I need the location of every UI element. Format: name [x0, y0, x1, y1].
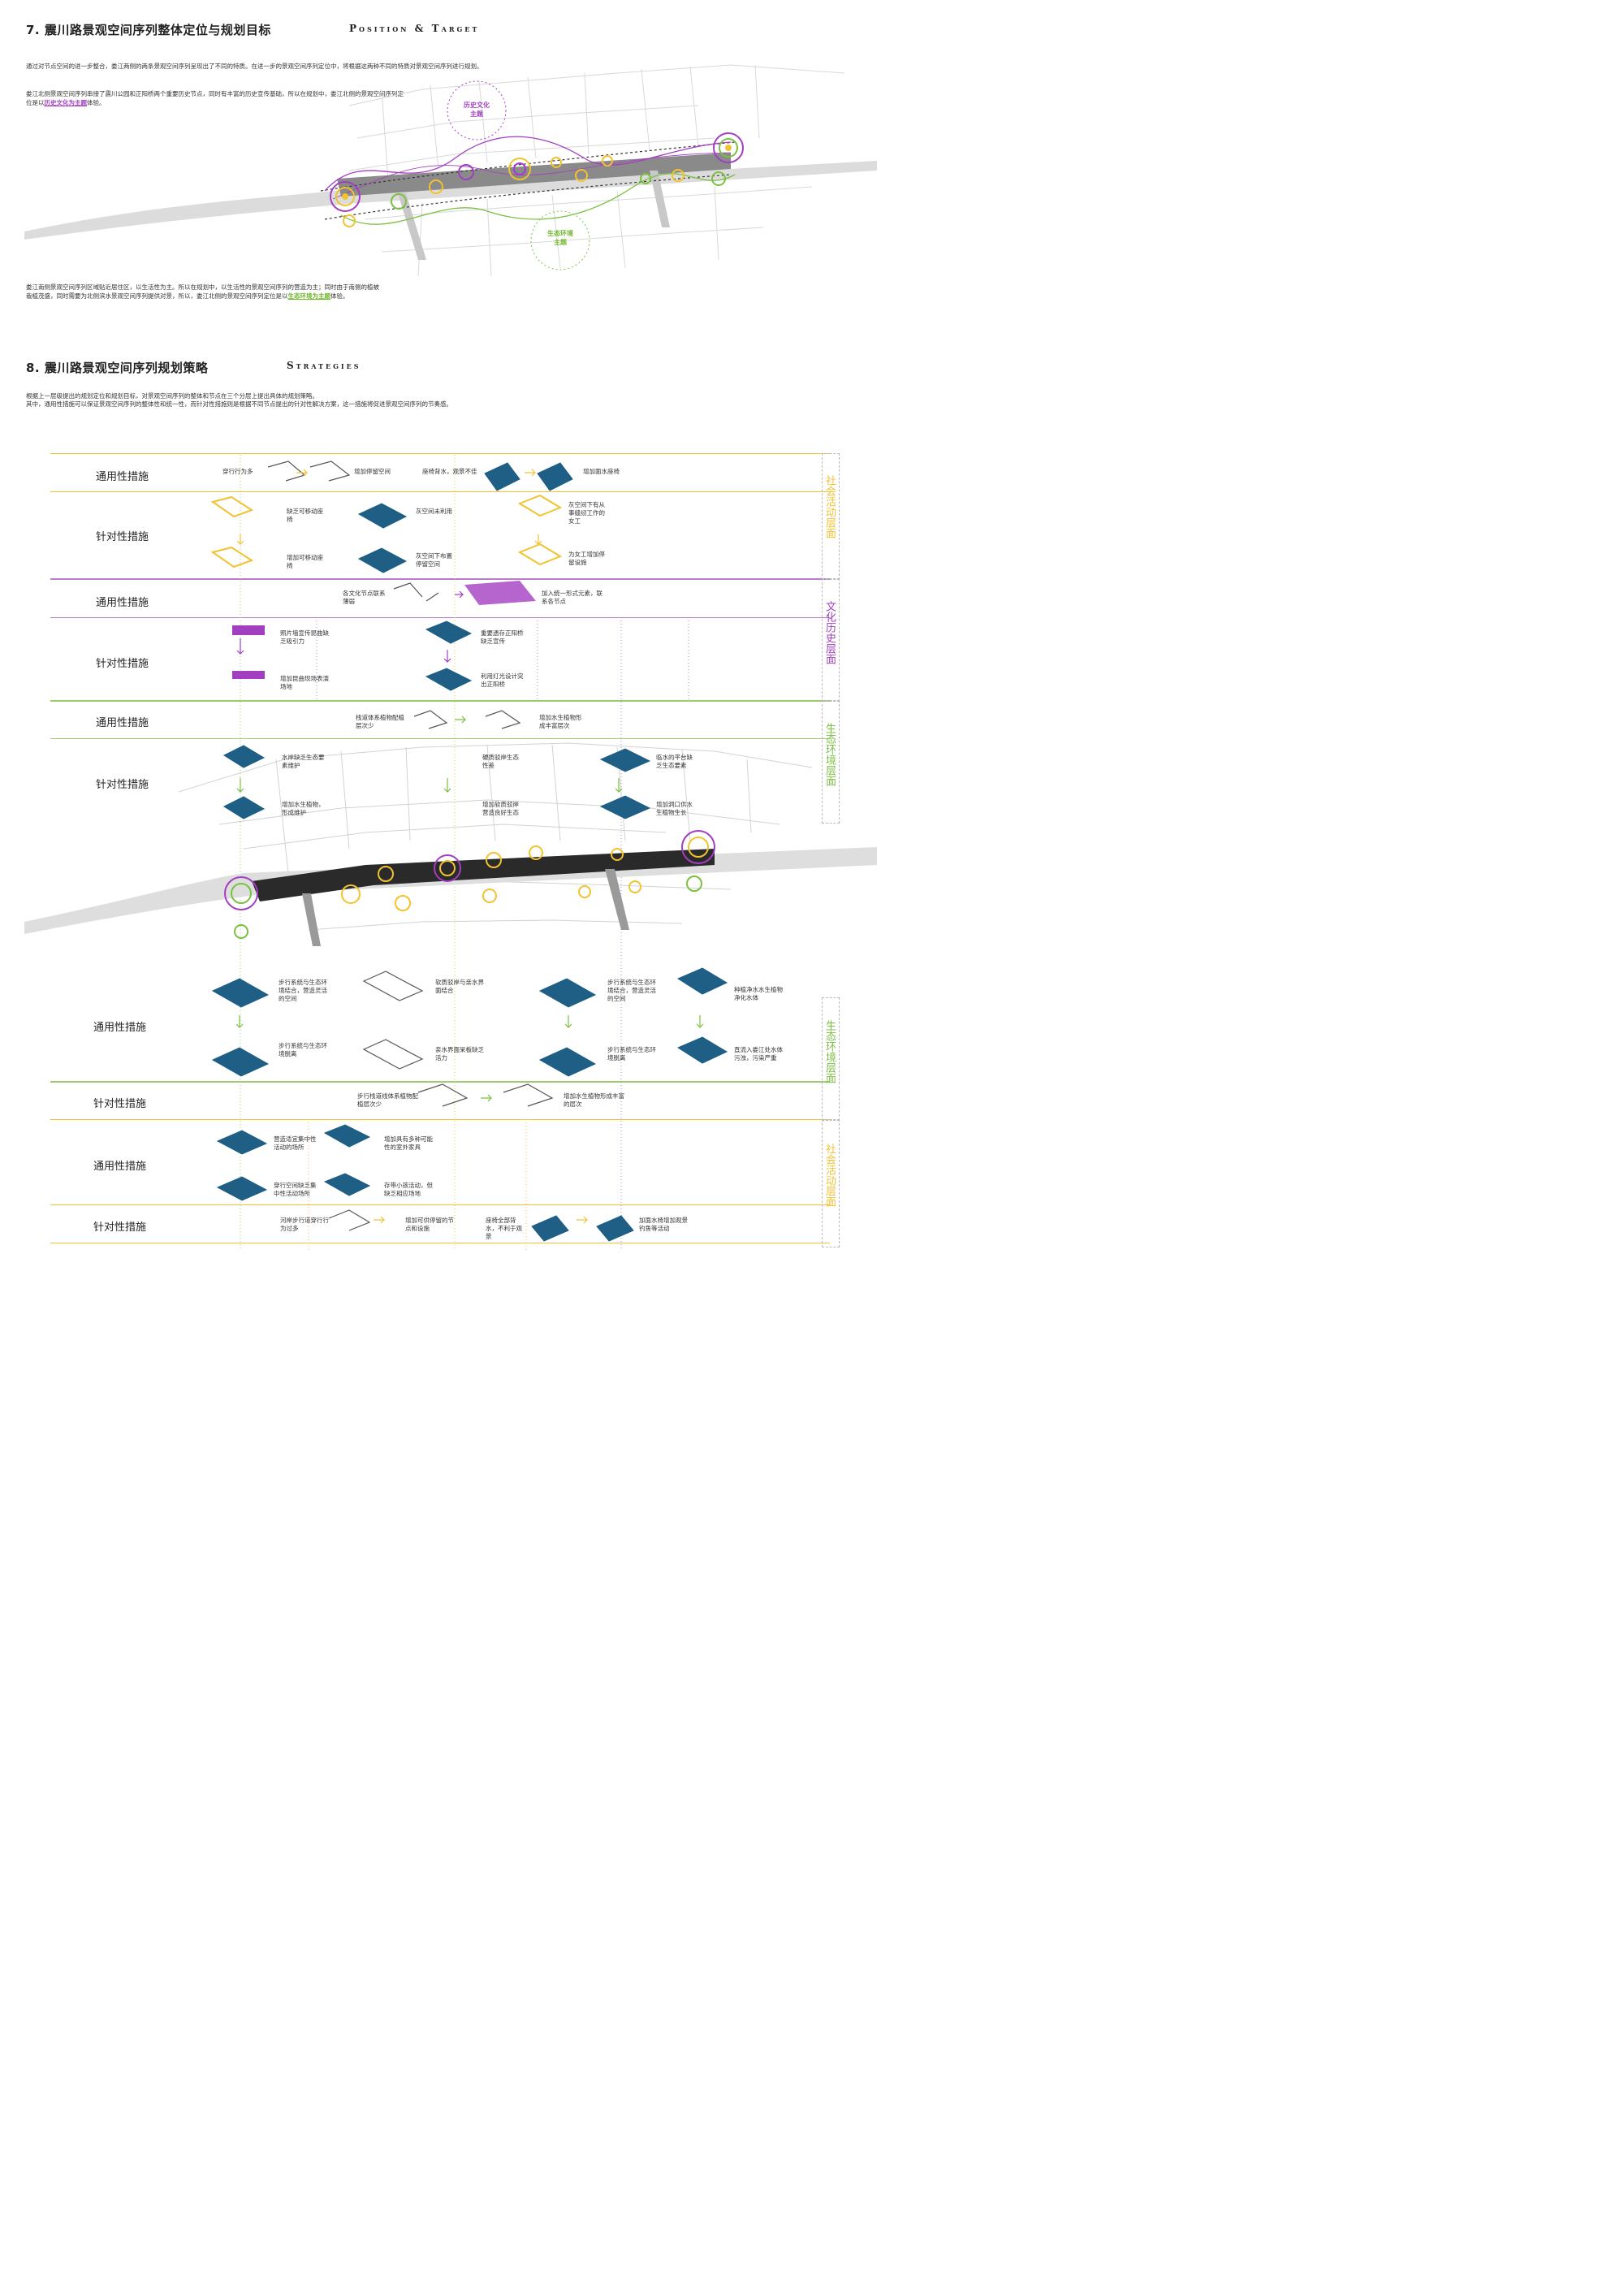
note-shore-lack-eco: 水岸缺乏生态要素维护: [282, 754, 325, 769]
note-add-aquatic-plants: 增加水生植物形成丰富层次: [539, 714, 582, 729]
band-label-general-social-2: 通用性措施: [93, 1161, 147, 1173]
city-blocks: [348, 64, 845, 277]
note-seat-back-water: 座椅背水，观景不佳: [422, 468, 477, 475]
layer-frame-social-1: [822, 453, 840, 580]
note-pass-through: 穿行行为多: [222, 468, 253, 475]
note-bridge-lighting: 利用灯光设计突出正阳桥: [481, 672, 524, 688]
band-line: [50, 453, 830, 454]
band-line: [50, 578, 830, 580]
strategy-illustrations: [210, 460, 728, 1242]
layer-label-culture: 文化历史层面: [823, 601, 836, 664]
note-gathering-space: 营造适宜集中性活动的场所: [274, 1135, 317, 1151]
layer-label-eco-2: 生态环境层面: [823, 1020, 836, 1083]
note-kunqu-stage: 增加昆曲现场表演场地: [280, 675, 329, 690]
layer-frame-culture: [822, 578, 840, 702]
note-seats-back-water: 座椅全部背水，不利于观景: [486, 1217, 522, 1240]
band-label-general-eco-1: 通用性措施: [96, 717, 149, 729]
map-label-eco: 生态环境 主题: [547, 230, 573, 246]
map-label-history: 历史文化 主题: [464, 102, 490, 118]
note-rich-aquatic: 增加水生植物形成丰富的层次: [564, 1092, 624, 1108]
section7-intro: 通过对节点空间的进一步整合，娄江两侧的两条景观空间序列呈现出了不同的特质。在进一…: [26, 63, 483, 70]
layer-frame-eco-2: [822, 997, 840, 1121]
band-label-targeted-social-2: 针对性措施: [93, 1222, 147, 1234]
layer-label-social-2: 社会活动层面: [823, 1144, 836, 1207]
note-add-plants-maintain: 增加水生植物，形成维护: [282, 801, 325, 816]
note-unified-element: 加入统一形式元素，联系各节点: [542, 590, 603, 605]
note-add-openings: 增加洞口供水生植物生长: [656, 801, 693, 816]
note-gray-space-unused: 灰空间未利用: [416, 508, 452, 515]
band-line: [50, 738, 830, 739]
note-hard-revetment: 硬质驳岸生态性差: [482, 754, 519, 769]
strategy-river: [252, 849, 715, 902]
note-polluted-water: 直流入娄江处水体污浊，污染严重: [734, 1046, 783, 1062]
road-west: [24, 161, 877, 240]
note-waterfront-dull: 亲水界面呆板缺乏活力: [435, 1046, 484, 1062]
note-multi-furniture: 增加具有多种可能性的室外家具: [384, 1135, 433, 1151]
section7-title: 7. 震川路景观空间序列整体定位与规划目标: [26, 23, 271, 37]
band-label-general-social-1: 通用性措施: [96, 471, 149, 483]
band-label-general-eco-2: 通用性措施: [93, 1022, 147, 1034]
position-map: [24, 64, 877, 277]
note-photo-wall: 照片墙宣传昆曲缺乏吸引力: [280, 629, 329, 645]
note-soft-revetment: 增加软质驳岸营造良好生态: [482, 801, 519, 816]
band-label-targeted-social-1: 针对性措施: [96, 531, 149, 543]
note-add-movable-seat: 增加可移动座椅: [287, 554, 323, 569]
note-add-stay-space: 增加停留空间: [354, 468, 391, 475]
band-line: [50, 1119, 830, 1120]
note-add-worker-facility: 为女工增加停留设施: [568, 551, 605, 566]
note-gray-space-stay: 灰空间下布置停留空间: [416, 552, 452, 568]
section7-title-en: Position & Target: [349, 23, 480, 34]
column-guides: [240, 455, 689, 1251]
band-line: [50, 1081, 830, 1083]
note-lack-movable-seat: 缺乏可移动座椅: [287, 508, 323, 523]
note-riverwalk-through: 河岸步行道穿行行为过多: [280, 1217, 329, 1232]
band-line: [50, 700, 830, 702]
layer-label-social-1: 社会活动层面: [823, 475, 836, 538]
note-women-workers: 灰空间下有从事缝纫工作的女工: [568, 501, 605, 525]
section8-intro-1: 根据上一层级提出的规划定位和规划目标，对景观空间序列的整体和节点在三个分层上提出…: [26, 392, 318, 400]
note-culture-link-weak: 各文化节点联系薄弱: [343, 590, 386, 605]
band-label-targeted-culture: 针对性措施: [96, 658, 149, 670]
note-walk-eco-combine-2: 步行系统与生态环境结合，营造灵活的空间: [607, 979, 656, 1002]
note-purify-plants: 种植净水水生植物净化水体: [734, 986, 783, 1001]
note-add-stay-node: 增加可供停留的节点和设施: [405, 1217, 454, 1232]
note-add-fishing: 加面水椅增加观景钓鱼等活动: [639, 1217, 688, 1232]
band-label-general-culture: 通用性措施: [96, 597, 149, 609]
section8-intro-2: 其中，通用性措施可以保证景观空间序列的整体性和统一性，而针对性措施则是根据不同节…: [26, 400, 452, 408]
north-positioning-text: 娄江北侧景观空间序列串接了震川公园和正阳桥两个重要历史节点，同时有丰富的历史宣传…: [26, 90, 404, 106]
note-soft-shore-combine: 软质驳岸与亲水界面结合: [435, 979, 484, 994]
layer-frame-eco-1: [822, 700, 840, 824]
section8-title: 8. 震川路景观空间序列规划策略: [26, 361, 209, 375]
note-walk-eco-combine: 步行系统与生态环境结合，营造灵活的空间: [279, 979, 327, 1002]
band-line: [50, 491, 830, 492]
north-highlight: 历史文化为主题: [44, 99, 88, 106]
layer-frame-social-2: [822, 1119, 840, 1247]
section8-title-en: Strategies: [287, 360, 361, 371]
note-plank-planting: 步行栈道线体系植物配植层次少: [357, 1092, 418, 1108]
strategy-road: [24, 847, 877, 934]
note-kids-activity: 存带小孩活动，但缺乏相应场地: [384, 1182, 433, 1197]
note-platform-lack-eco: 临水的平台缺乏生态要素: [656, 754, 693, 769]
south-highlight: 生态环境为主题: [287, 292, 331, 300]
note-walk-eco-separate: 步行系统与生态环境脱离: [279, 1042, 327, 1057]
band-line: [50, 617, 830, 618]
band-label-targeted-eco-1: 针对性措施: [96, 779, 149, 791]
band-label-targeted-eco-2: 针对性措施: [93, 1098, 147, 1110]
note-zhengyang-bridge: 重要遗存正阳桥缺乏宣传: [481, 629, 524, 645]
layer-label-eco-1: 生态环境层面: [823, 723, 836, 786]
note-add-water-seat: 增加面水座椅: [583, 468, 620, 475]
note-boardwalk-planting: 栈道体系植物配植层次少: [356, 714, 404, 729]
strategy-map: [24, 742, 877, 946]
note-lack-gathering: 穿行空间缺乏集中性活动场所: [274, 1182, 317, 1197]
note-walk-eco-separate-2: 步行系统与生态环境脱离: [607, 1046, 656, 1062]
south-positioning-text: 娄江南侧景观空间序列区域贴近居住区，以生活性为主。所以在规划中，以生活性的景观空…: [26, 283, 379, 300]
band-line: [50, 1204, 830, 1205]
